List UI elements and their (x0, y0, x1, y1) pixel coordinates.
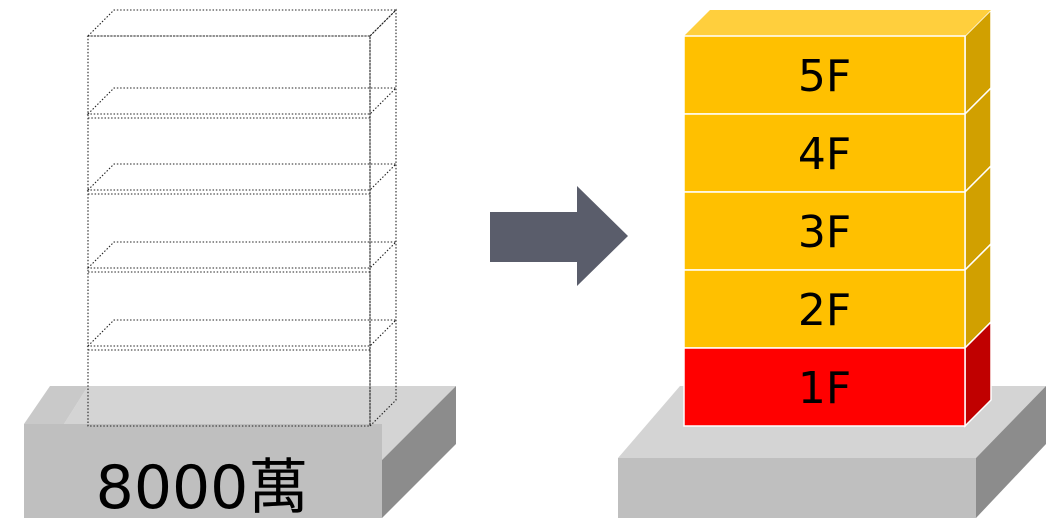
roof-top-face (684, 10, 991, 36)
land-price-label: 8000萬 (96, 453, 309, 518)
left-building: 8000萬 (24, 8, 456, 518)
left-base-top-bevel (24, 386, 88, 424)
wire-slab (86, 241, 398, 269)
floor-label: 3F (798, 207, 851, 258)
right-base-side (976, 386, 1046, 518)
wire-side (369, 8, 397, 428)
left-base-slab (24, 386, 456, 518)
dotted-empty-building (86, 8, 398, 428)
right-arrow-icon (490, 186, 628, 286)
floor-label: 1F (798, 363, 851, 414)
floor-label: 5F (798, 51, 851, 102)
wire-slab (86, 319, 398, 347)
floor-label: 4F (798, 129, 851, 180)
wire-floor-slabs (86, 87, 398, 351)
wire-front (87, 35, 371, 427)
floor-block (683, 191, 966, 271)
floor-label: 2F (798, 285, 851, 336)
wire-slab (86, 163, 398, 191)
floor-block (683, 113, 966, 193)
floor-block (683, 269, 966, 349)
floor-block (683, 35, 966, 115)
floor-stack: 5F 4F 3F 2F 1F (683, 8, 992, 428)
floor-block (683, 347, 966, 427)
left-base-side (382, 386, 456, 518)
wire-slab (86, 87, 398, 115)
right-building: 5F 4F 3F 2F 1F (618, 8, 1046, 518)
left-base-front (24, 424, 382, 518)
right-base-front (618, 458, 976, 518)
wire-top (86, 9, 398, 37)
